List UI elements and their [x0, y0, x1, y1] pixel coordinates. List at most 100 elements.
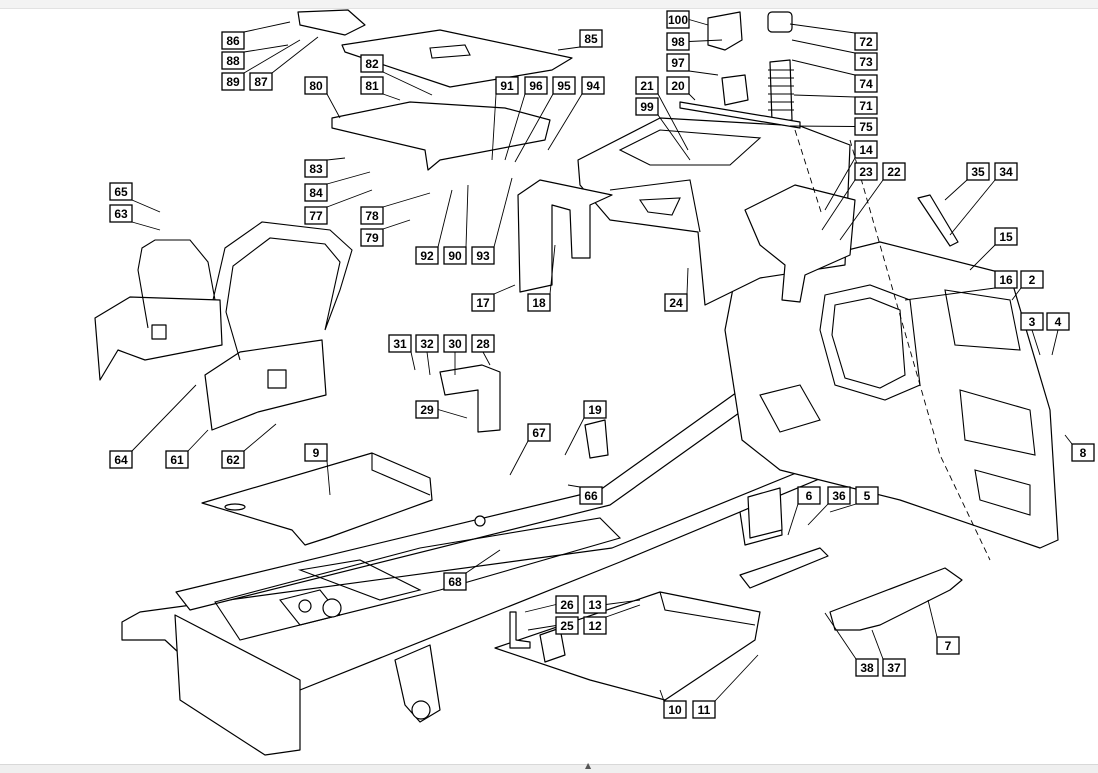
- leader-line-100: [688, 19, 709, 26]
- callout-number: 38: [860, 661, 874, 675]
- callout-box: [579, 486, 603, 505]
- callout-box: [415, 246, 439, 265]
- leader-line-18: [549, 244, 556, 295]
- leader-line-12: [605, 604, 641, 618]
- leader-line-62: [243, 423, 277, 452]
- callout-92: 92: [415, 246, 439, 265]
- strap-5-part: [739, 547, 829, 589]
- callout-37: 37: [882, 658, 906, 677]
- leader-line-28: [482, 351, 491, 366]
- callout-26: 26: [555, 595, 579, 614]
- callout-14: 14: [854, 140, 878, 159]
- callout-21: 21: [635, 76, 659, 95]
- leader-line-91: [491, 93, 497, 161]
- bottom-status-strip: ▲: [0, 761, 1098, 773]
- callout-20: 20: [666, 76, 690, 95]
- bracket-6-part: [747, 487, 783, 539]
- leader-line-21: [657, 93, 689, 151]
- callout-22: 22: [882, 162, 906, 181]
- callout-4: 4: [1046, 312, 1070, 331]
- leader-line-82: [382, 71, 433, 96]
- callout-number: 8: [1080, 446, 1087, 460]
- callout-36: 36: [827, 486, 851, 505]
- leader-line-94: [547, 93, 583, 151]
- callout-number: 91: [500, 79, 514, 93]
- callout-91: 91: [495, 76, 519, 95]
- callout-box: [579, 29, 603, 48]
- leader-line-24: [686, 267, 689, 295]
- frame-floor-detail: [214, 517, 622, 641]
- callout-number: 73: [859, 55, 873, 69]
- callout-2: 2: [1020, 270, 1044, 289]
- leader-line-34: [949, 179, 996, 236]
- callout-box: [221, 31, 245, 50]
- callout-box: [443, 334, 467, 353]
- callout-box: [109, 182, 133, 201]
- callout-box: [827, 486, 851, 505]
- callout-number: 28: [476, 337, 490, 351]
- leader-line-5: [829, 503, 857, 513]
- callout-number: 11: [698, 703, 711, 717]
- callout-number: 22: [887, 165, 901, 179]
- callout-box: [304, 76, 328, 95]
- callout-number: 80: [309, 79, 323, 93]
- callout-box: [471, 246, 495, 265]
- callout-67: 67: [527, 423, 551, 442]
- callout-box: [882, 162, 906, 181]
- leader-line-14: [824, 157, 856, 211]
- callout-box: [443, 572, 467, 591]
- callout-box: [304, 443, 328, 462]
- callout-78: 78: [360, 206, 384, 225]
- leader-line-15: [969, 244, 996, 271]
- callout-86: 86: [221, 31, 245, 50]
- callout-number: 36: [832, 489, 846, 503]
- leader-lines: [131, 19, 1073, 702]
- seat-hinge-100-part: [707, 11, 743, 51]
- leader-line-90: [465, 184, 469, 248]
- callout-81: 81: [360, 76, 384, 95]
- leader-line-4: [1051, 329, 1059, 356]
- callout-number: 2: [1029, 273, 1036, 287]
- callout-94: 94: [581, 76, 605, 95]
- callout-number: 5: [864, 489, 871, 503]
- callout-32: 32: [415, 334, 439, 353]
- callout-number: 98: [671, 35, 685, 49]
- callout-number: 72: [859, 35, 873, 49]
- leader-line-23: [821, 179, 856, 231]
- callout-number: 16: [999, 273, 1013, 287]
- callout-box: [360, 228, 384, 247]
- leader-line-66: [567, 484, 581, 488]
- callout-box: [583, 616, 607, 635]
- callout-box: [854, 96, 878, 115]
- callout-17: 17: [471, 293, 495, 312]
- callout-box: [360, 76, 384, 95]
- bracket-28-part: [439, 364, 501, 433]
- dashboard-support-part: [517, 179, 613, 293]
- callout-73: 73: [854, 52, 878, 71]
- callout-28: 28: [471, 334, 495, 353]
- callout-box: [882, 658, 906, 677]
- top-toolbar-strip: [0, 0, 1098, 9]
- callout-79: 79: [360, 228, 384, 247]
- callout-68: 68: [443, 572, 467, 591]
- leader-line-26: [524, 604, 557, 613]
- callout-31: 31: [388, 334, 412, 353]
- callout-number: 64: [114, 453, 128, 467]
- callout-16: 16: [994, 270, 1018, 289]
- callout-number: 12: [588, 619, 602, 633]
- callout-number: 65: [114, 185, 128, 199]
- callout-number: 84: [309, 186, 323, 200]
- callout-number: 15: [999, 230, 1013, 244]
- strap-5b-part: [829, 567, 963, 631]
- leader-line-84: [326, 171, 371, 185]
- callout-box: [854, 162, 878, 181]
- callout-11: 11: [692, 700, 716, 719]
- top-bracket-86-part: [297, 9, 366, 36]
- bracket-34-part: [917, 194, 959, 247]
- main-frame-part: [121, 446, 861, 713]
- callout-13: 13: [583, 595, 607, 614]
- callout-number: 74: [859, 77, 873, 91]
- callout-63: 63: [109, 204, 133, 223]
- scroll-up-icon[interactable]: ▲: [585, 761, 592, 770]
